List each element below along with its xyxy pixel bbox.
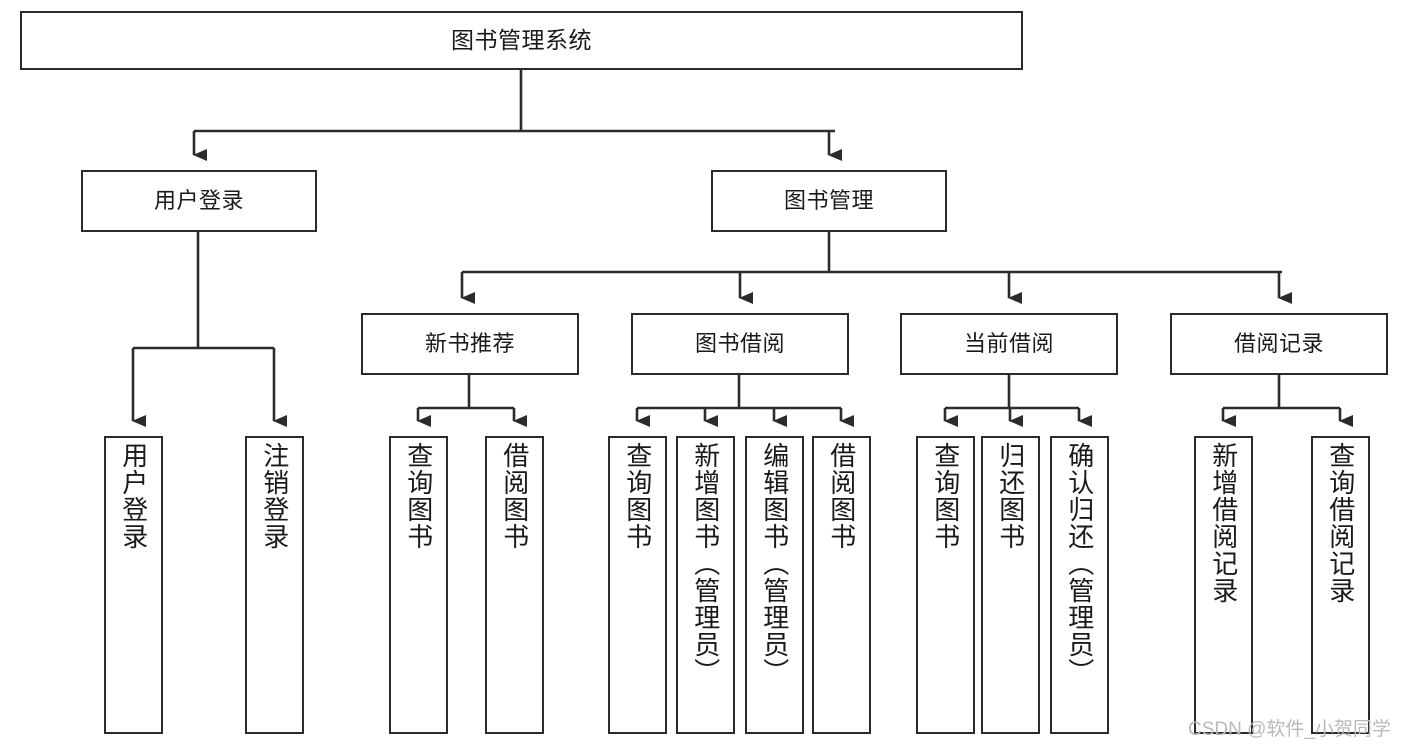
leaf-borrow-record-add[interactable]: 新增借阅记录 (1194, 436, 1253, 734)
leaf-user-login-signout-label: 注销登录 (259, 442, 290, 550)
leaf-current-borrow-query-label: 查询图书 (930, 442, 961, 550)
node-current-borrow[interactable]: 当前借阅 (900, 313, 1118, 375)
leaf-book-borrow-add[interactable]: 新增图书（管理员） (676, 436, 735, 734)
leaf-book-borrow-borrow-label: 借阅图书 (826, 442, 857, 550)
leaf-borrow-record-query-label: 查询借阅记录 (1325, 442, 1356, 604)
leaf-book-borrow-edit-label: 编辑图书（管理员） (759, 442, 790, 685)
leaf-user-login-signin-label: 用户登录 (118, 442, 149, 550)
leaf-book-borrow-query-label: 查询图书 (622, 442, 653, 550)
node-borrow-record-label: 借阅记录 (1233, 331, 1324, 357)
node-user-login-label: 用户登录 (153, 188, 244, 214)
node-current-borrow-label: 当前借阅 (963, 331, 1054, 357)
leaf-current-borrow-return-label: 归还图书 (995, 442, 1026, 550)
node-borrow-record[interactable]: 借阅记录 (1170, 313, 1388, 375)
leaf-current-borrow-confirm-label: 确认归还（管理员） (1064, 442, 1095, 685)
leaf-new-book-query-label: 查询图书 (403, 442, 434, 550)
leaf-book-borrow-add-label: 新增图书（管理员） (690, 442, 721, 685)
node-book-management[interactable]: 图书管理 (711, 170, 947, 232)
leaf-borrow-record-query[interactable]: 查询借阅记录 (1311, 436, 1370, 734)
leaf-book-borrow-query[interactable]: 查询图书 (608, 436, 667, 734)
node-book-borrow[interactable]: 图书借阅 (631, 313, 849, 375)
leaf-current-borrow-return[interactable]: 归还图书 (981, 436, 1040, 734)
leaf-user-login-signin[interactable]: 用户登录 (104, 436, 163, 734)
node-book-management-label: 图书管理 (783, 188, 874, 214)
node-new-book-recommend-label: 新书推荐 (424, 331, 515, 357)
leaf-new-book-query[interactable]: 查询图书 (389, 436, 448, 734)
leaf-current-borrow-query[interactable]: 查询图书 (916, 436, 975, 734)
node-root[interactable]: 图书管理系统 (20, 11, 1023, 70)
leaf-book-borrow-edit[interactable]: 编辑图书（管理员） (745, 436, 804, 734)
leaf-current-borrow-confirm[interactable]: 确认归还（管理员） (1050, 436, 1109, 734)
node-user-login[interactable]: 用户登录 (81, 170, 317, 232)
leaf-new-book-borrow[interactable]: 借阅图书 (485, 436, 544, 734)
leaf-user-login-signout[interactable]: 注销登录 (245, 436, 304, 734)
node-new-book-recommend[interactable]: 新书推荐 (361, 313, 579, 375)
node-book-borrow-label: 图书借阅 (694, 331, 785, 357)
node-root-label: 图书管理系统 (451, 26, 592, 53)
leaf-borrow-record-add-label: 新增借阅记录 (1208, 442, 1239, 604)
leaf-book-borrow-borrow[interactable]: 借阅图书 (812, 436, 871, 734)
leaf-new-book-borrow-label: 借阅图书 (499, 442, 530, 550)
